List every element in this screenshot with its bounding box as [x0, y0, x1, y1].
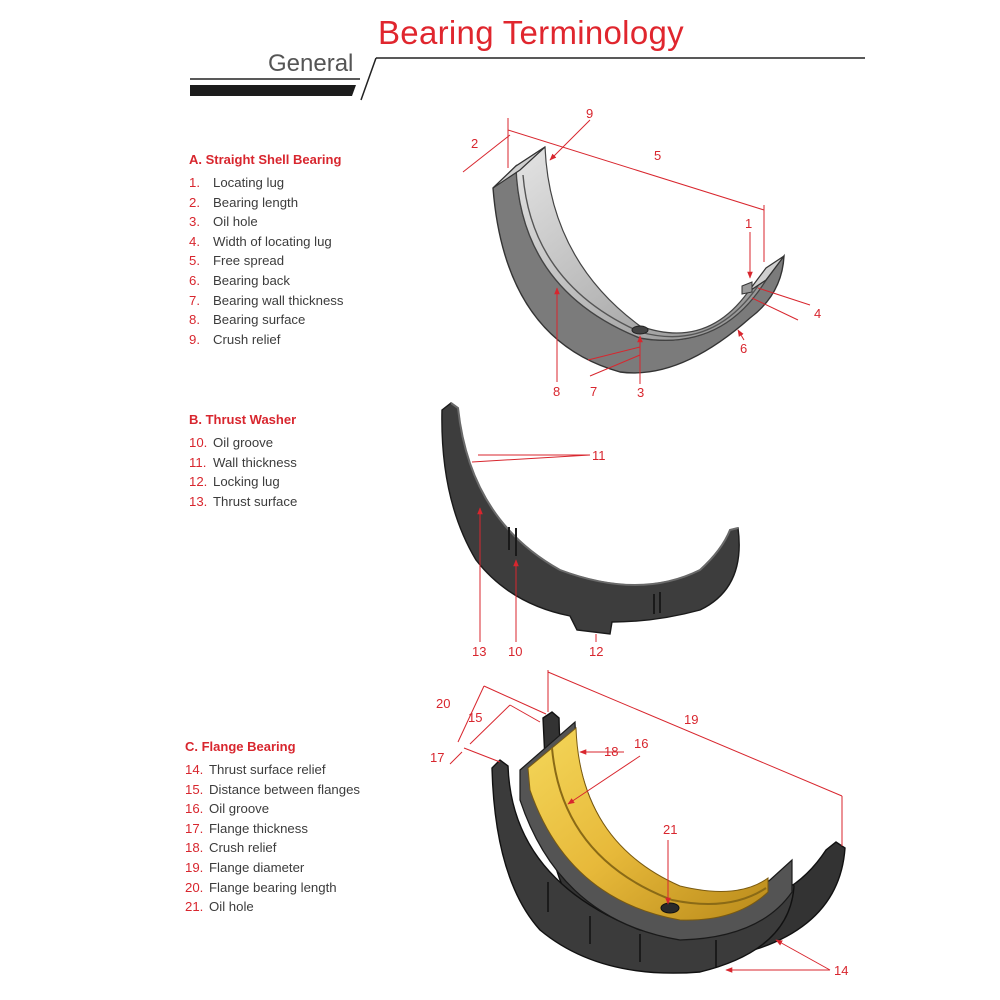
callout-7: 7 — [590, 384, 597, 399]
legend-item: 11.Wall thickness — [189, 454, 297, 470]
legend-item: 16.Oil groove — [185, 801, 270, 817]
flange-bearing: 20 15 19 16 18 17 21 14 — [430, 670, 848, 978]
callout-18: 18 — [604, 744, 618, 759]
callout-1: 1 — [745, 216, 752, 231]
legend-title: A. Straight Shell Bearing — [189, 152, 342, 167]
callout-21: 21 — [663, 822, 677, 837]
page-title: Bearing Terminology — [378, 14, 684, 51]
callout-8: 8 — [553, 384, 560, 399]
legend-item: 15.Distance between flanges — [185, 781, 361, 797]
legend-item: 3.Oil hole — [189, 214, 258, 230]
legend-item: 17.Flange thickness — [185, 820, 308, 836]
legend-item: 2.Bearing length — [189, 194, 299, 210]
legend-item: 6.Bearing back — [189, 272, 290, 288]
legend-item: 20.Flange bearing length — [185, 879, 337, 895]
legend-item: 7.Bearing wall thickness — [189, 292, 344, 308]
legend-item: 21.Oil hole — [185, 899, 254, 915]
callout-10: 10 — [508, 644, 522, 659]
legend-item: 1.Locating lug — [189, 175, 285, 190]
callout-13: 13 — [472, 644, 486, 659]
callout-11: 11 — [592, 448, 606, 463]
callout-2: 2 — [471, 136, 478, 151]
callout-9: 9 — [586, 106, 593, 121]
callout-4: 4 — [814, 306, 821, 321]
callout-20: 20 — [436, 696, 450, 711]
callout-15: 15 — [468, 710, 482, 725]
legend-item: 8.Bearing surface — [189, 312, 306, 328]
legend-item: 14.Thrust surface relief — [185, 762, 326, 777]
legend-title: C. Flange Bearing — [185, 739, 296, 754]
callout-12: 12 — [589, 644, 603, 659]
legend-item: 5.Free spread — [189, 253, 285, 269]
flange-oil-hole — [660, 902, 680, 914]
callout-17: 17 — [430, 750, 444, 765]
flange-bronze-liner — [527, 726, 769, 921]
callout-6: 6 — [740, 341, 747, 356]
thrust-washer: 11 13 10 12 — [441, 402, 740, 659]
header-rule — [190, 57, 865, 101]
legend-item: 13.Thrust surface — [189, 493, 298, 509]
legend-item: 12.Locking lug — [189, 474, 280, 490]
front-flange — [491, 759, 795, 974]
legend-straight-shell-bearing: A. Straight Shell Bearing 1.Locating lug… — [189, 152, 343, 349]
legend-item: 10.Oil groove — [189, 435, 274, 450]
callout-3: 3 — [637, 385, 644, 400]
straight-shell-bearing: 9 2 5 1 4 6 8 7 3 — [462, 106, 821, 400]
callout-14: 14 — [834, 963, 848, 978]
callout-19: 19 — [684, 712, 698, 727]
legend-thrust-washer: B. Thrust Washer 10.Oil groove 11.Wall t… — [189, 412, 297, 511]
section-title: General — [268, 50, 354, 77]
legend-flange-bearing: C. Flange Bearing 14.Thrust surface reli… — [185, 739, 360, 917]
legend-item: 4.Width of locating lug — [189, 233, 332, 249]
legend-item: 18.Crush relief — [185, 840, 277, 856]
legend-title: B. Thrust Washer — [189, 412, 297, 427]
thrust-washer-body — [441, 402, 740, 635]
legend-item: 9.Crush relief — [189, 331, 281, 347]
oil-hole — [631, 325, 649, 335]
callout-5: 5 — [654, 148, 661, 163]
callout-16: 16 — [634, 736, 648, 751]
legend-item: 19.Flange diameter — [185, 859, 305, 875]
